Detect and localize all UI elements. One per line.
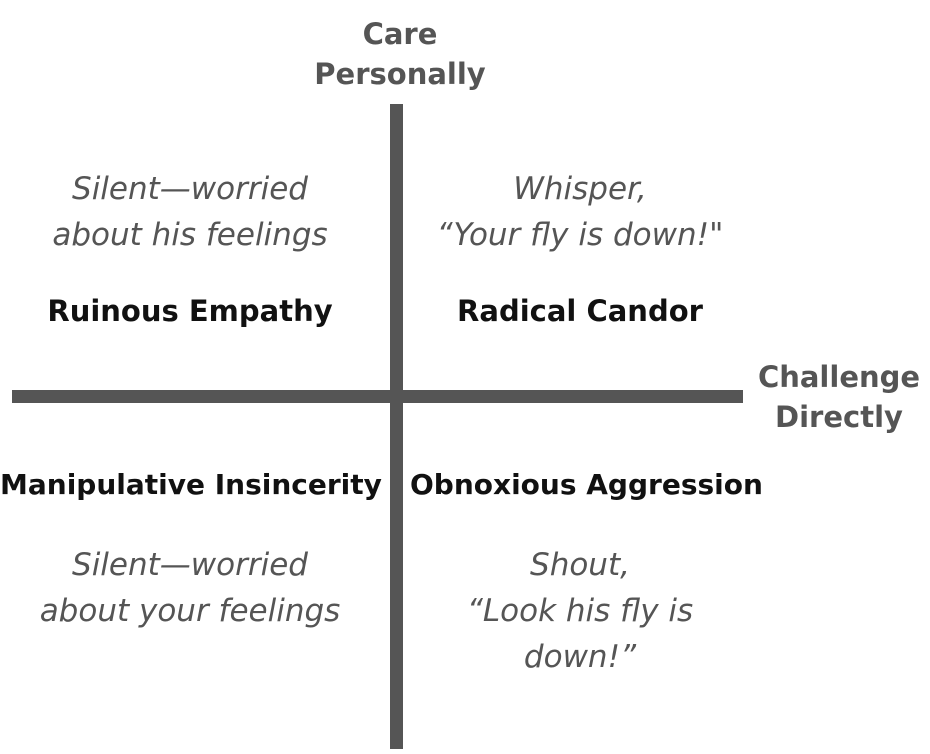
ruinous-empathy-quote-line-1: Silent—worried bbox=[72, 171, 308, 207]
care-personally-label-line-1: Care bbox=[362, 17, 438, 51]
manipulative-insincerity-quote-line-1: Silent—worried bbox=[72, 547, 308, 583]
care-personally-label-line-2: Personally bbox=[314, 57, 486, 91]
ruinous-empathy-quote-line-2: about his feelings bbox=[52, 217, 328, 253]
radical-candor-quote-line-1: Whisper, bbox=[513, 171, 647, 207]
radical-candor-quote-line-2: “Your fly is down!" bbox=[436, 217, 724, 253]
obnoxious-aggression-quote-line-1: Shout, bbox=[530, 547, 630, 583]
obnoxious-aggression-quote-line-3: down!” bbox=[523, 639, 637, 675]
radical-candor-quote: Whisper, “Your fly is down!" bbox=[410, 166, 750, 258]
challenge-directly-axis-label: Challenge Directly bbox=[748, 357, 930, 437]
horizontal-axis-line bbox=[12, 390, 743, 403]
challenge-directly-label-line-1: Challenge bbox=[757, 360, 921, 394]
ruinous-empathy-title: Ruinous Empathy bbox=[47, 294, 333, 328]
care-personally-axis-label: Care Personally bbox=[300, 14, 500, 94]
obnoxious-aggression-quote-line-2: “Look his fly is bbox=[466, 593, 694, 629]
radical-candor-title: Radical Candor bbox=[457, 294, 703, 328]
obnoxious-aggression-quote: Shout, “Look his fly is down!” bbox=[410, 542, 750, 680]
challenge-directly-label-line-2: Directly bbox=[775, 400, 903, 434]
ruinous-empathy-quote: Silent—worried about his feelings bbox=[20, 166, 360, 258]
vertical-axis-line bbox=[390, 104, 403, 749]
manipulative-insincerity-quote: Silent—worried about your feelings bbox=[10, 542, 370, 634]
obnoxious-aggression-title: Obnoxious Aggression bbox=[410, 468, 763, 501]
manipulative-insincerity-title: Manipulative Insincerity bbox=[0, 468, 382, 501]
manipulative-insincerity-quote-line-2: about your feelings bbox=[39, 593, 341, 629]
